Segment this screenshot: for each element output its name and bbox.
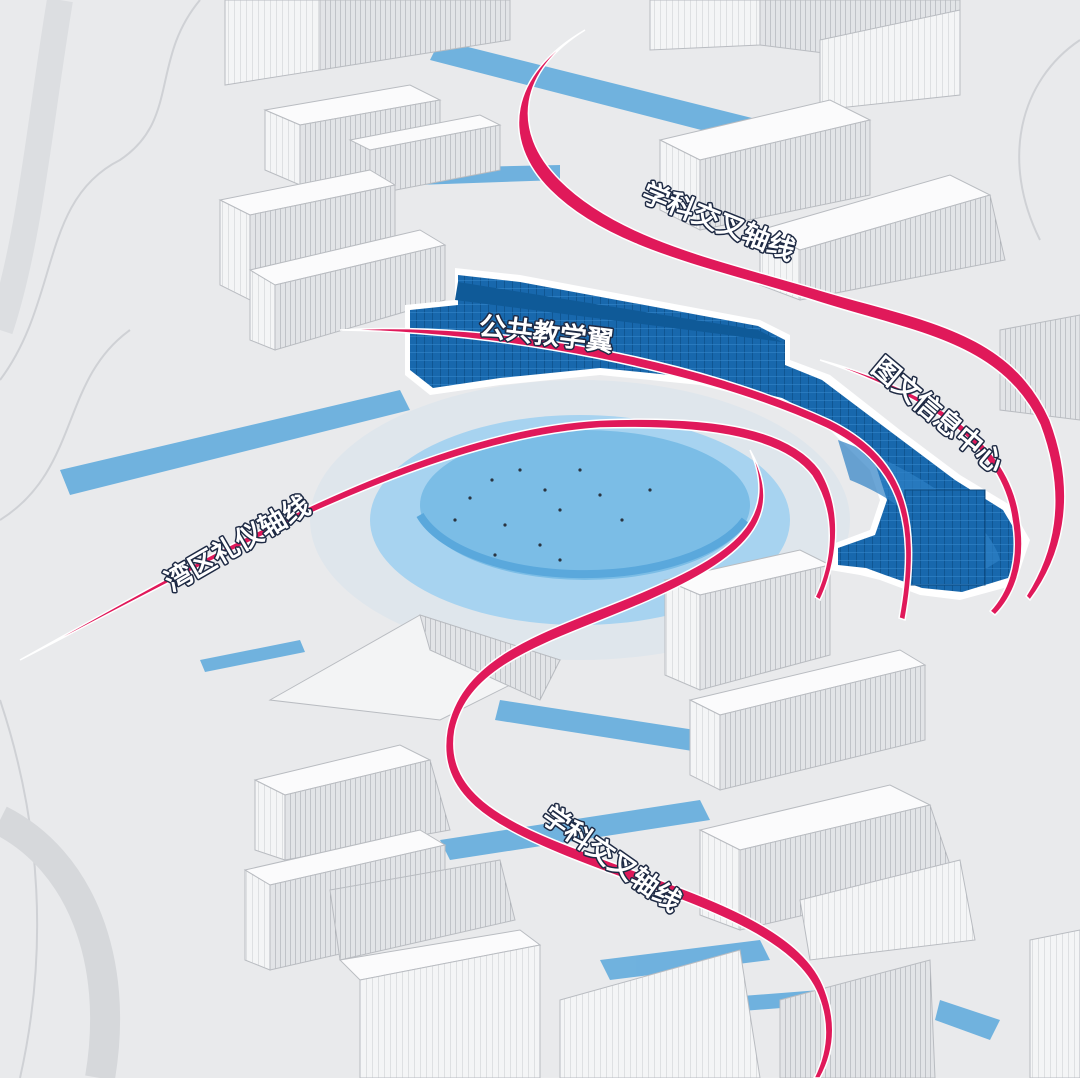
axis-ribbon-bay	[19, 418, 837, 661]
axis-ribbon-library	[819, 359, 1023, 617]
axis-ribbons	[19, 29, 1066, 1078]
campus-buildings	[218, 0, 1080, 1078]
plaza-people	[453, 468, 652, 562]
axis-ribbon-wing	[339, 327, 913, 621]
axis-ribbon-bottom	[444, 449, 834, 1078]
axis-ribbon-top	[517, 29, 1066, 602]
